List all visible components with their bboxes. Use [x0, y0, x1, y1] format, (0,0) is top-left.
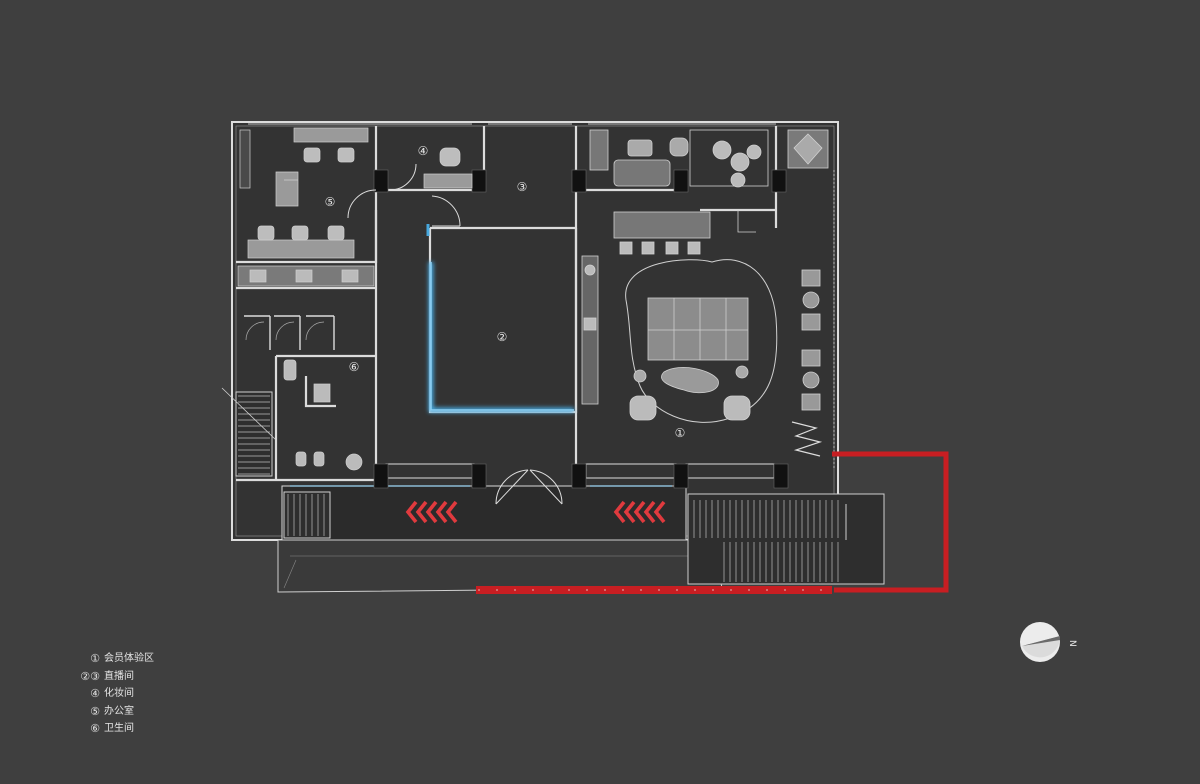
legend-number: ④ [90, 687, 100, 700]
lounge-furniture [581, 129, 829, 457]
makeup-furniture [423, 147, 473, 189]
legend-item: ④ 化妆间 [72, 685, 154, 703]
legend-number: ⑤ [90, 704, 100, 718]
north-compass-icon: N [1020, 622, 1077, 662]
legend-item: ① 会员体验区 [72, 650, 154, 668]
chevron-arrows-right [613, 500, 666, 524]
office-furniture [239, 127, 369, 259]
legend-item: ⑤ 办公室 [72, 703, 154, 721]
room-marker-2: ② [497, 330, 508, 344]
interior-stairs [221, 387, 277, 477]
exterior-stairs-right [687, 493, 885, 585]
restroom-fixtures [237, 265, 375, 471]
legend-number: ⑥ [90, 722, 100, 735]
room-marker-6: ⑥ [349, 360, 360, 374]
room-markers: ① ② ③ ④ ⑤ ⑥ [325, 144, 686, 440]
legend-item: ⑥ 卫生间 [72, 720, 154, 738]
legend-label: 办公室 [104, 705, 134, 717]
room-marker-1: ① [675, 426, 686, 440]
exterior-stairs-left [283, 491, 331, 539]
red-planter-strip [476, 586, 832, 594]
legend-label: 卫生间 [104, 723, 134, 734]
legend-label: 会员体验区 [104, 653, 154, 664]
legend-number: ②③ [80, 669, 100, 683]
chevron-arrows-left [405, 500, 458, 524]
legend-label: 直播间 [104, 670, 134, 682]
legend-label: 化妆间 [104, 688, 134, 699]
columns [373, 169, 789, 489]
room-legend: ① 会员体验区 ②③ 直播间 ④ 化妆间 ⑤ 办公室 ⑥ 卫生间 [72, 650, 154, 738]
legend-number: ① [90, 652, 100, 665]
compass-label: N [1067, 640, 1077, 647]
entrance-door [495, 469, 563, 505]
legend-item: ②③ 直播间 [72, 668, 154, 686]
room-marker-4: ④ [418, 144, 429, 158]
room-marker-3: ③ [517, 180, 528, 194]
room-marker-5: ⑤ [325, 195, 336, 209]
red-terrace-edge [832, 451, 949, 593]
entrance-corridor [277, 485, 723, 593]
room-doors [347, 163, 461, 227]
